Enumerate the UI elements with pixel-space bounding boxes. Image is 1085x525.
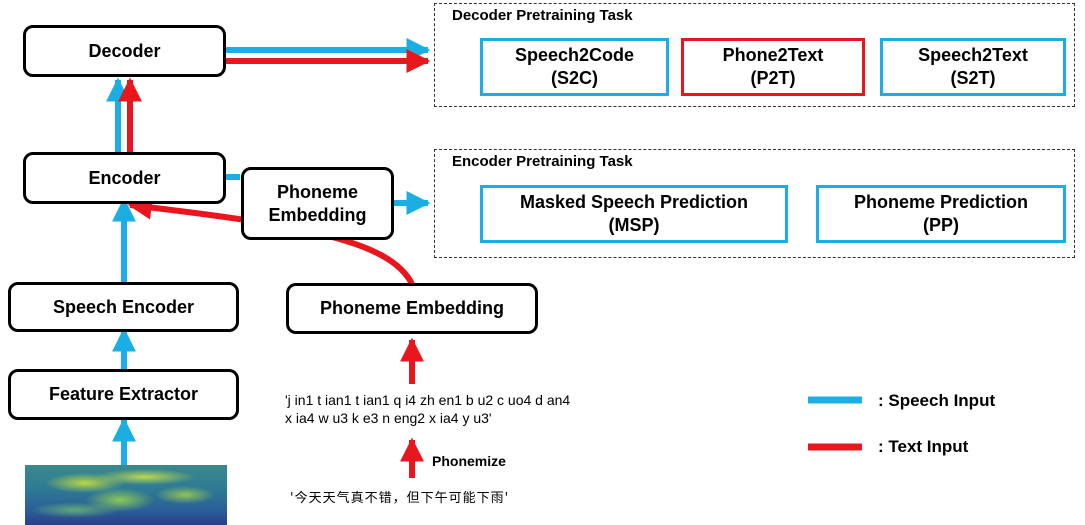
task-name: Speech2Code	[514, 45, 635, 65]
task-name: Phoneme Prediction	[853, 192, 1029, 212]
decoder-pretraining-group	[434, 3, 1075, 107]
encoder-box: Encoder	[23, 152, 226, 204]
chinese-source-text: '今天天气真不错，但下午可能下雨'	[290, 491, 510, 506]
task-abbr: (S2C)	[550, 68, 598, 88]
task-abbr: (S2T)	[950, 68, 996, 88]
legend-speech-label: : Speech Input	[878, 391, 996, 410]
task-abbr: (MSP)	[608, 215, 660, 235]
decoder-box: Decoder	[23, 25, 226, 77]
legend-text-label: : Text Input	[878, 437, 969, 456]
task-speech2text: Speech2Text (S2T)	[880, 38, 1066, 96]
phoneme-sequence-line-1: 'j in1 t ian1 t ian1 q i4 zh en1 b u2 c …	[285, 392, 571, 408]
task-masked-speech-prediction: Masked Speech Prediction (MSP)	[480, 185, 788, 243]
task-phoneme-prediction: Phoneme Prediction (PP)	[816, 185, 1066, 243]
phoneme-embedding-bottom-box: Phoneme Embedding	[286, 283, 538, 334]
encoder-pretraining-group	[434, 149, 1075, 258]
task-abbr: (PP)	[923, 215, 959, 235]
task-abbr: (P2T)	[750, 68, 796, 88]
task-name: Masked Speech Prediction	[519, 192, 749, 212]
spectrogram-image	[25, 465, 227, 525]
phoneme-sequence-line-2: x ia4 w u3 k e3 n eng2 x ia4 y u3'	[285, 410, 492, 426]
task-name: Speech2Text	[918, 45, 1028, 65]
task-speech2code: Speech2Code (S2C)	[480, 38, 669, 96]
encoder-pretraining-title: Encoder Pretraining Task	[452, 153, 633, 170]
task-phone2text: Phone2Text (P2T)	[681, 38, 865, 96]
phoneme-embedding-box: Phoneme Embedding	[241, 167, 394, 240]
decoder-pretraining-title: Decoder Pretraining Task	[452, 7, 633, 24]
feature-extractor-box: Feature Extractor	[8, 369, 239, 420]
speech-encoder-box: Speech Encoder	[8, 282, 239, 332]
task-name: Phone2Text	[722, 45, 824, 65]
phonemize-label: Phonemize	[432, 453, 506, 469]
